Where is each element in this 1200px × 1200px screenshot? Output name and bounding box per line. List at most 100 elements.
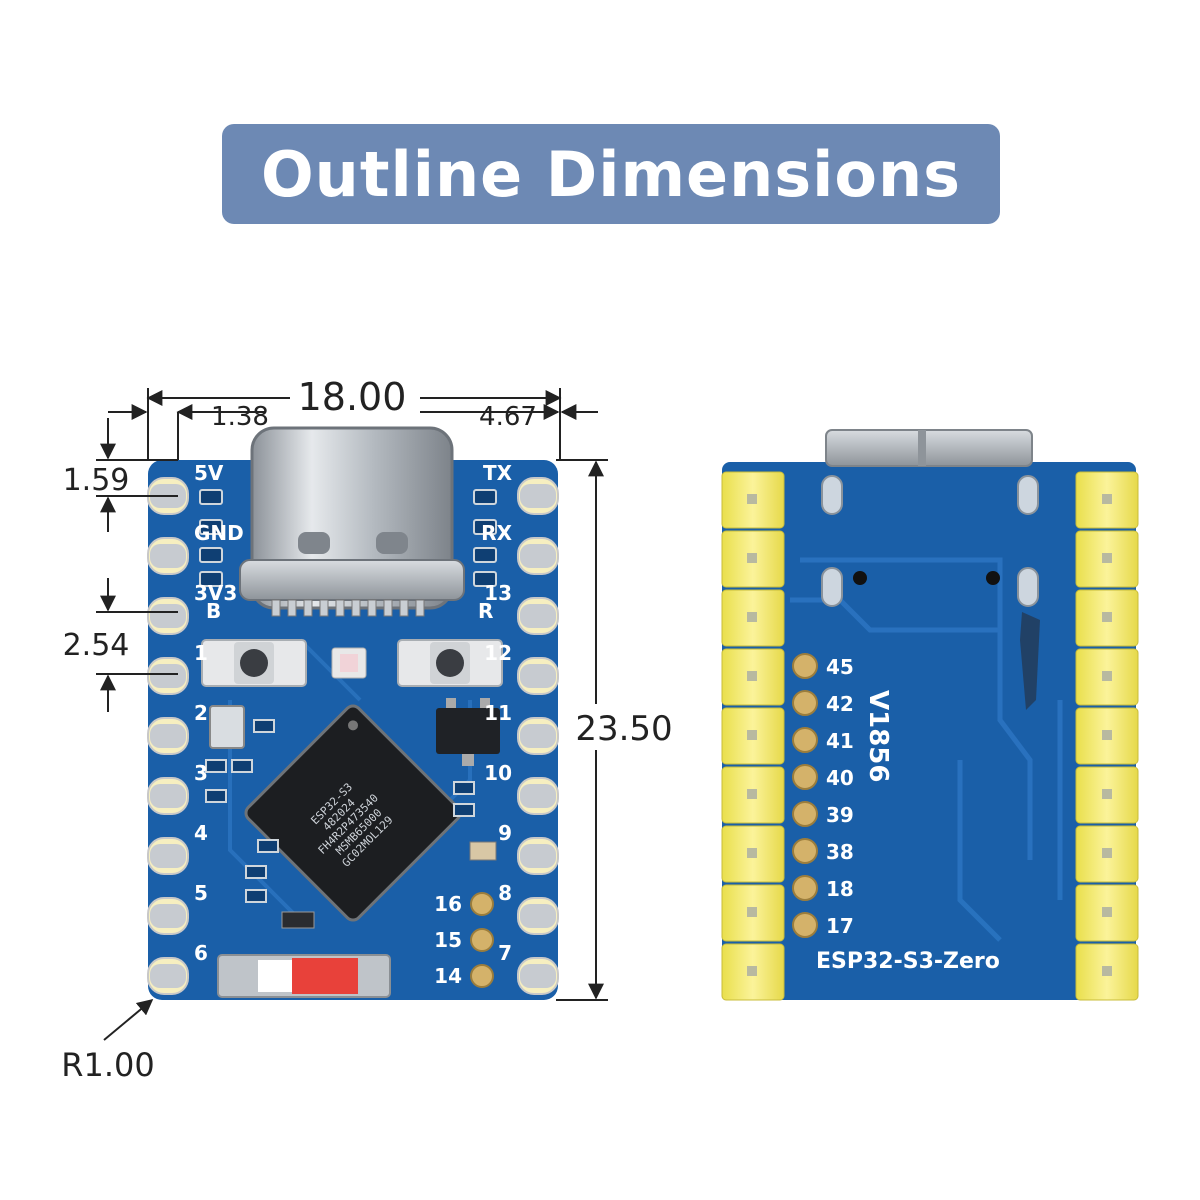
regulator xyxy=(436,708,500,754)
back-pad: 40 xyxy=(792,764,854,790)
front-right-pin-label: 7 xyxy=(498,941,512,965)
front-left-pin: 6 xyxy=(147,941,208,995)
back-pad: 18 xyxy=(792,875,854,901)
back-pad: 41 xyxy=(792,727,854,753)
dimension-labels: 18.00 1.38 4.67 1.59 2.54 23.50 R1.00 xyxy=(61,375,672,1084)
esp32-s3-chip xyxy=(244,704,462,922)
dim-corner-radius: R1.00 xyxy=(61,1046,154,1084)
board-name: ESP32-S3-Zero xyxy=(816,949,1000,974)
back-right-pin-tip xyxy=(1102,966,1112,976)
front-right-pin: 10 xyxy=(484,761,559,815)
dimension-lines xyxy=(96,388,608,1041)
front-right-pin: 11 xyxy=(484,701,559,755)
back-left-pin-tip xyxy=(747,553,757,563)
crystal xyxy=(209,705,245,749)
board-version: V1856 xyxy=(863,690,893,783)
back-left-pin-tip xyxy=(747,789,757,799)
front-right-pin-label: 10 xyxy=(484,761,512,785)
dim-width: 18.00 xyxy=(298,375,407,419)
front-left-pin: GND xyxy=(147,521,244,575)
back-pad-label: 40 xyxy=(826,766,854,790)
front-right-pin-label: 13 xyxy=(484,581,512,605)
back-right-pin-tip xyxy=(1102,553,1112,563)
dim-height: 23.50 xyxy=(575,709,672,749)
back-left-pin-tip xyxy=(747,966,757,976)
back-right-pin-tip xyxy=(1102,671,1112,681)
back-pad: 42 xyxy=(792,690,854,716)
back-left-pin-tip xyxy=(747,494,757,504)
back-pad-label: 38 xyxy=(826,840,854,864)
title-banner: Outline Dimensions xyxy=(222,124,1000,224)
front-left-pin: 3V3 xyxy=(147,581,237,635)
back-right-pin-tip xyxy=(1102,612,1112,622)
reset-label: R xyxy=(478,599,493,623)
front-left-pin: 4 xyxy=(147,821,208,875)
front-right-pin-label: RX xyxy=(481,521,512,545)
front-right-pin: 12 xyxy=(484,641,559,695)
boot-button xyxy=(201,639,307,687)
front-left-pin: 5 xyxy=(147,881,208,935)
back-right-pin-tip xyxy=(1102,494,1112,504)
front-test-pad-label: 15 xyxy=(434,928,462,952)
front-test-pad: 15 xyxy=(434,928,494,952)
front-right-pin: 13 xyxy=(484,581,559,635)
front-right-pin-label: TX xyxy=(483,461,513,485)
front-right-pin-label: 12 xyxy=(484,641,512,665)
front-left-pin-label: GND xyxy=(194,521,244,545)
page-title: Outline Dimensions xyxy=(260,137,962,211)
front-right-pin-label: 9 xyxy=(498,821,512,845)
back-pad-label: 41 xyxy=(826,729,854,753)
front-test-pad: 16 xyxy=(434,892,494,916)
reset-button xyxy=(397,639,503,687)
usb-c-back xyxy=(825,429,1033,467)
back-pad-label: 17 xyxy=(826,914,854,938)
front-test-pad-label: 14 xyxy=(434,964,462,988)
front-left-pin-label: 5V xyxy=(194,461,224,485)
usb-c-connector xyxy=(239,426,465,617)
front-left-pin-label: 3 xyxy=(194,761,208,785)
front-left-pin: 1 xyxy=(147,641,208,695)
front-board: ESP32-S3 482024 FH4R2P473540 MSMB65000 G… xyxy=(147,426,559,1000)
back-left-pin-tip xyxy=(747,671,757,681)
front-left-pin-label: 1 xyxy=(194,641,208,665)
front-test-pad: 14 xyxy=(434,964,494,988)
back-pad-label: 45 xyxy=(826,655,854,679)
front-right-pin: 8 xyxy=(498,881,559,935)
front-left-pin: 2 xyxy=(147,701,208,755)
front-left-pin-label: 5 xyxy=(194,881,208,905)
back-pad: 45 xyxy=(792,653,854,679)
back-right-pin-tip xyxy=(1102,848,1112,858)
front-left-pin-label: 6 xyxy=(194,941,208,965)
back-left-pin-tip xyxy=(747,907,757,917)
back-right-pin-tip xyxy=(1102,907,1112,917)
front-right-pin-label: 11 xyxy=(484,701,512,725)
back-pad: 38 xyxy=(792,838,854,864)
back-left-pin-tip xyxy=(747,612,757,622)
back-pad-label: 39 xyxy=(826,803,854,827)
back-pad-label: 18 xyxy=(826,877,854,901)
front-right-pin: TX xyxy=(483,461,559,515)
front-right-pin: 7 xyxy=(498,941,559,995)
back-right-pin-tip xyxy=(1102,730,1112,740)
front-left-pin-label: 4 xyxy=(194,821,208,845)
front-test-pad-label: 16 xyxy=(434,892,462,916)
dim-pin-pitch: 2.54 xyxy=(63,628,130,663)
back-pad: 17 xyxy=(792,912,854,938)
front-left-pin-label: 3V3 xyxy=(194,581,237,605)
fuse xyxy=(217,954,391,998)
dim-right-offset: 4.67 xyxy=(479,402,537,432)
front-right-pin-label: 8 xyxy=(498,881,512,905)
back-pad: 39 xyxy=(792,801,854,827)
front-right-pin: 9 xyxy=(498,821,559,875)
boot-label: B xyxy=(206,599,221,623)
front-left-pin: 3 xyxy=(147,761,208,815)
back-left-pin-tip xyxy=(747,848,757,858)
dim-left-offset: 1.38 xyxy=(211,402,269,432)
front-left-pin-label: 2 xyxy=(194,701,208,725)
back-left-pin-tip xyxy=(747,730,757,740)
dim-top-offset: 1.59 xyxy=(63,463,130,498)
back-right-pin-tip xyxy=(1102,789,1112,799)
front-right-pin: RX xyxy=(481,521,559,575)
back-board: V1856 ESP32-S3-Zero 45 42 41 40 39 38 18 17 xyxy=(721,429,1139,1001)
